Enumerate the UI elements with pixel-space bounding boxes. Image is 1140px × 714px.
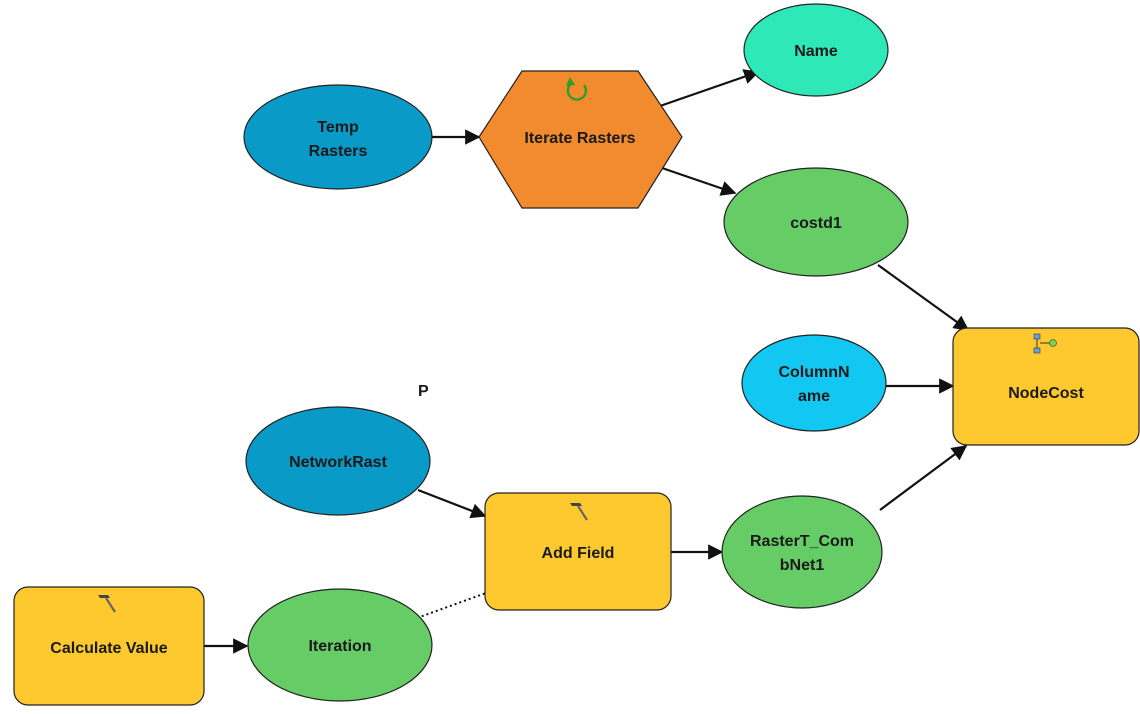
node-nodecost[interactable]: NodeCost	[952, 327, 1140, 446]
node-costd1[interactable]: costd1	[723, 167, 909, 277]
node-label: Calculate Value	[50, 640, 167, 657]
connector-iterate-to-costd1	[661, 166, 737, 196]
node-label: NetworkRast	[289, 454, 387, 471]
connector-iteration-to-addfield-precondition	[416, 592, 487, 619]
node-label: RasterT_Com	[750, 533, 854, 550]
node-label: Iterate Rasters	[524, 130, 635, 147]
node-temp-rasters[interactable]: Temp Rasters	[243, 84, 433, 190]
node-iteration[interactable]: Iteration	[247, 588, 433, 702]
refresh-arrow-icon	[566, 77, 588, 101]
node-label: Iteration	[308, 638, 371, 655]
connectors	[204, 69, 970, 654]
hammer-icon	[98, 595, 116, 613]
node-label: ColumnN	[778, 364, 849, 381]
connector-networkrast-to-addfield	[417, 488, 487, 519]
node-iterate-rasters[interactable]: Iterate Rasters	[478, 70, 683, 209]
node-label: Name	[794, 43, 838, 60]
model-tree-icon	[1033, 333, 1057, 354]
connector-costd1-to-nodecost	[877, 264, 970, 331]
node-label: ame	[798, 388, 830, 405]
node-label: Rasters	[309, 143, 368, 160]
node-network-rast[interactable]: NetworkRast	[245, 406, 431, 516]
node-column-name[interactable]: ColumnN ame	[741, 334, 887, 432]
connector-rastercombnet-to-nodecost	[879, 445, 968, 511]
connector-iterate-to-name	[659, 69, 760, 108]
node-name[interactable]: Name	[743, 3, 889, 97]
node-label: bNet1	[780, 557, 825, 574]
node-raster-combnet[interactable]: RasterT_Com bNet1	[721, 495, 883, 609]
node-label: Temp	[317, 119, 359, 136]
parameter-marker: P	[418, 383, 429, 400]
node-label: costd1	[790, 215, 842, 232]
node-label: Add Field	[542, 545, 615, 562]
node-calculate-value[interactable]: Calculate Value	[13, 586, 205, 706]
node-add-field[interactable]: Add Field	[484, 492, 672, 611]
node-label: NodeCost	[1008, 385, 1084, 402]
hammer-icon	[570, 503, 588, 521]
